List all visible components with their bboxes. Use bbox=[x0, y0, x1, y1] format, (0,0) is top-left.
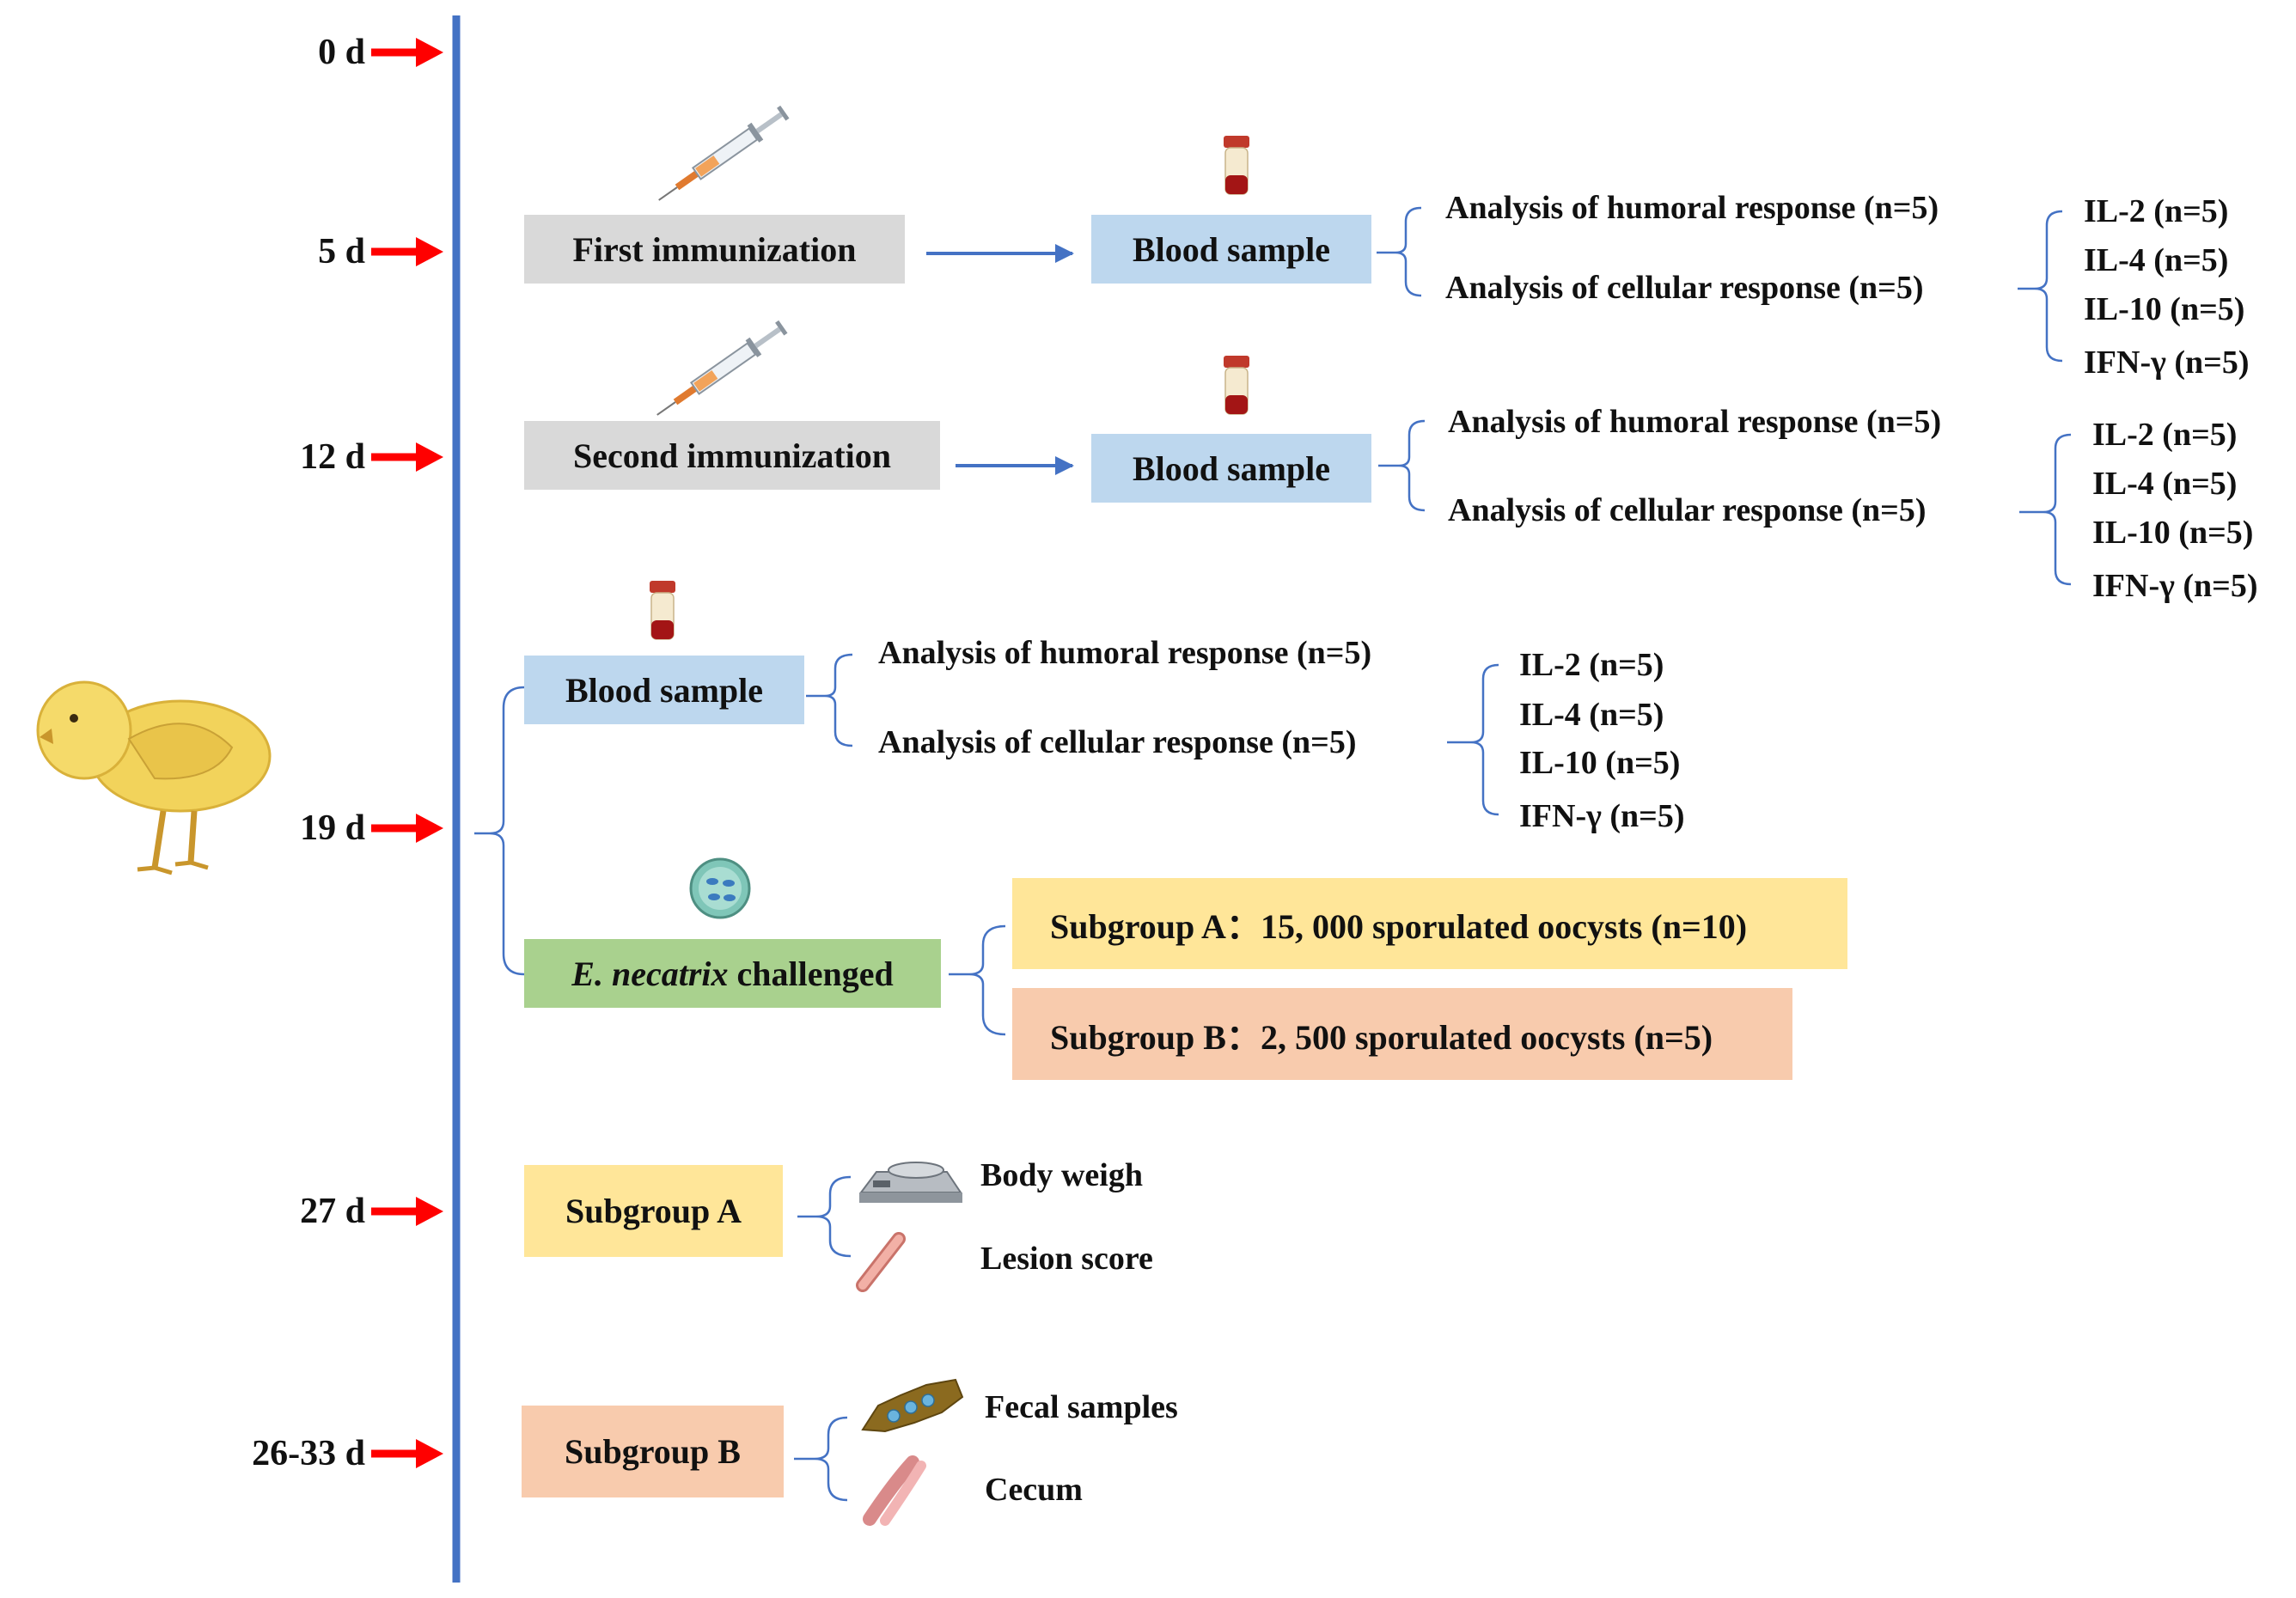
second-cellular-label: Analysis of cellular response (n=5) bbox=[1448, 492, 1927, 528]
third-humoral-label: Analysis of humoral response (n=5) bbox=[878, 635, 1372, 671]
oocyst-icon bbox=[689, 857, 751, 919]
feces-icon bbox=[861, 1378, 964, 1433]
syringe-icon bbox=[658, 105, 790, 201]
second-cytokine-1: IL-2 (n=5) bbox=[2092, 417, 2238, 453]
first-cytokine-4: IFN-γ (n=5) bbox=[2084, 345, 2250, 381]
syringe-icon bbox=[656, 320, 788, 416]
bracket-first-cytokines bbox=[2018, 210, 2063, 363]
day-label-5: 5 d bbox=[318, 232, 365, 271]
third-cytokine-2: IL-4 (n=5) bbox=[1519, 697, 1664, 733]
fecal-samples-label: Fecal samples bbox=[985, 1389, 1178, 1425]
day-arrow-27 bbox=[371, 1197, 443, 1226]
first-cytokine-1: IL-2 (n=5) bbox=[2084, 193, 2229, 229]
second-cytokine-4: IFN-γ (n=5) bbox=[2092, 568, 2258, 604]
third-cytokine-3: IL-10 (n=5) bbox=[1519, 745, 1681, 781]
cecum-label: Cecum bbox=[985, 1472, 1083, 1508]
bracket-second-analysis bbox=[1378, 419, 1426, 512]
day-arrow-12 bbox=[371, 442, 443, 472]
day-arrow-0 bbox=[371, 38, 443, 67]
second-humoral-label: Analysis of humoral response (n=5) bbox=[1448, 404, 1942, 440]
third-blood-sample-box: Blood sample bbox=[524, 656, 804, 724]
chick-icon bbox=[36, 680, 272, 875]
scale-icon bbox=[859, 1162, 962, 1203]
day-label-12: 12 d bbox=[300, 437, 365, 477]
day-arrow-19 bbox=[371, 814, 443, 843]
bracket-day19-split bbox=[474, 686, 525, 976]
blood-tube-icon bbox=[1224, 356, 1249, 415]
first-cellular-label: Analysis of cellular response (n=5) bbox=[1445, 270, 1924, 306]
third-cellular-label: Analysis of cellular response (n=5) bbox=[878, 724, 1357, 760]
day26-33-subgroup-b-box: Subgroup B bbox=[522, 1406, 784, 1497]
day-arrow-26-33 bbox=[371, 1439, 443, 1468]
subgroup-b-dose-box: Subgroup B：2, 500 sporulated oocysts (n=… bbox=[1012, 988, 1792, 1080]
day-label-26-33: 26-33 d bbox=[252, 1434, 365, 1473]
second-blood-sample-box: Blood sample bbox=[1091, 434, 1371, 503]
bracket-third-analysis bbox=[806, 653, 853, 747]
blood-tube-icon bbox=[1224, 136, 1249, 195]
day-label-27: 27 d bbox=[300, 1192, 365, 1231]
second-cytokine-3: IL-10 (n=5) bbox=[2092, 515, 2254, 551]
day-arrow-5 bbox=[371, 237, 443, 266]
bracket-second-cytokines bbox=[2019, 433, 2072, 586]
lesion-score-label: Lesion score bbox=[980, 1241, 1153, 1277]
challenge-box: E. necatrix challenged bbox=[524, 939, 941, 1008]
day-label-0: 0 d bbox=[318, 33, 365, 72]
first-cytokine-3: IL-10 (n=5) bbox=[2084, 291, 2245, 327]
subgroup-a-dose-box: Subgroup A：15, 000 sporulated oocysts (n… bbox=[1012, 878, 1847, 969]
challenge-species: E. necatrix bbox=[571, 954, 729, 993]
bracket-challenge-split bbox=[949, 924, 1006, 1036]
third-cytokine-4: IFN-γ (n=5) bbox=[1519, 798, 1685, 834]
bracket-day27 bbox=[797, 1175, 852, 1258]
day27-subgroup-a-box: Subgroup A bbox=[524, 1165, 783, 1257]
first-humoral-label: Analysis of humoral response (n=5) bbox=[1445, 190, 1939, 226]
cecum-icon bbox=[863, 1455, 926, 1526]
second-cytokine-2: IL-4 (n=5) bbox=[2092, 466, 2238, 502]
bracket-day26-33 bbox=[794, 1416, 848, 1502]
second-immunization-box: Second immunization bbox=[524, 421, 940, 490]
body-weigh-label: Body weigh bbox=[980, 1157, 1143, 1193]
bracket-first-analysis bbox=[1377, 206, 1422, 297]
bracket-third-cytokines bbox=[1447, 663, 1499, 816]
day-arrows bbox=[371, 38, 443, 1468]
first-cytokine-2: IL-4 (n=5) bbox=[2084, 242, 2229, 278]
third-cytokine-1: IL-2 (n=5) bbox=[1519, 647, 1664, 683]
blood-tube-icon bbox=[650, 581, 675, 640]
first-immunization-box: First immunization bbox=[524, 215, 905, 284]
first-blood-sample-box: Blood sample bbox=[1091, 215, 1371, 284]
brackets bbox=[474, 206, 2072, 1502]
intestine-icon bbox=[856, 1232, 906, 1292]
challenge-word: challenged bbox=[736, 954, 894, 993]
day-label-19: 19 d bbox=[300, 808, 365, 848]
